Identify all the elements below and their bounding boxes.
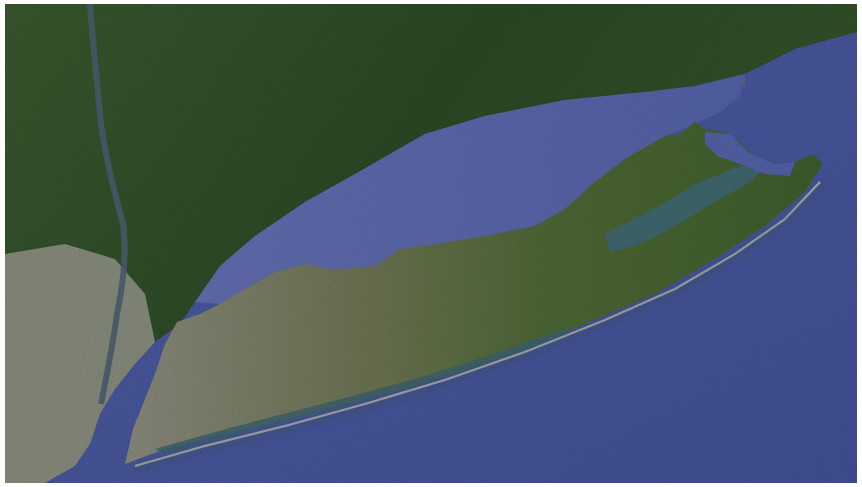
satellite-map[interactable] (5, 4, 857, 483)
terrain-texture (5, 4, 857, 483)
satellite-map-icon (5, 4, 857, 483)
